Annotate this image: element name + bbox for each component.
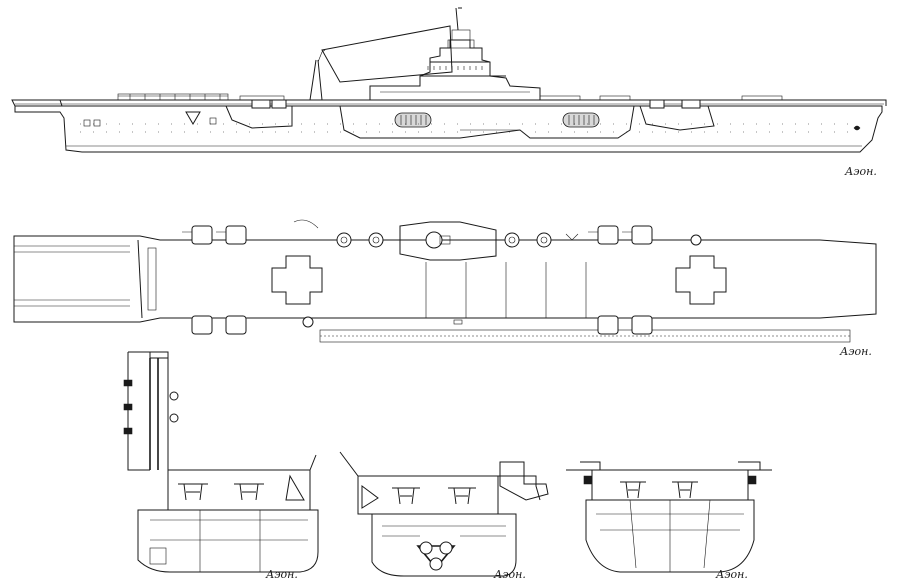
- cross-section-funnel: [339, 451, 549, 577]
- aircraft-section-1b: [234, 483, 264, 501]
- bow-flare: [11, 99, 63, 107]
- island-plan: [399, 221, 497, 261]
- forward-elevator: [271, 255, 323, 305]
- deck-outline: [13, 235, 877, 323]
- aircraft-section-3b: [672, 481, 698, 499]
- boat-davit-aft: [562, 112, 600, 128]
- plan-view: [13, 219, 877, 343]
- artist-signature-section-1: Аэон.: [265, 568, 298, 581]
- hull-section-2: [371, 513, 517, 577]
- cross-section-island: [123, 351, 319, 573]
- twin-gun-mounts: [182, 225, 653, 335]
- aft-elevator: [675, 255, 727, 305]
- aft-gun-sponson: [639, 105, 715, 131]
- cross-section-aft: [566, 461, 772, 573]
- forward-gun-sponson: [225, 105, 293, 129]
- aircraft-section-2a: [392, 487, 420, 505]
- light-aa-clusters: [96, 235, 820, 323]
- island-superstructure: [309, 7, 541, 101]
- hull-section-1: [137, 509, 319, 573]
- boat-davit-forward: [394, 112, 432, 128]
- aa-mounts-row: [302, 232, 702, 328]
- hangar-space-2: [357, 475, 499, 515]
- aircraft-section-3a: [620, 481, 646, 499]
- funnel: [321, 25, 453, 83]
- hangar-space-1: [167, 469, 311, 511]
- artist-signature-section-3: Аэон.: [715, 568, 748, 581]
- aircraft-section-1a: [178, 483, 208, 501]
- forward-gallery: [117, 93, 229, 101]
- flight-deck-line: [12, 99, 887, 106]
- funnel-uptake: [499, 461, 549, 501]
- island-gun-platforms: [123, 379, 179, 435]
- boiler-triangle: [416, 541, 456, 571]
- hull-section-3: [585, 499, 755, 573]
- hull-outline: [14, 105, 883, 153]
- hangar-space-3: [591, 469, 749, 501]
- side-profile-view: [11, 7, 887, 153]
- artist-signature-profile: Аэон.: [844, 165, 877, 178]
- mast: [309, 59, 323, 101]
- artist-signature-section-2: Аэон.: [493, 568, 526, 581]
- aircraft-section-2b: [448, 487, 476, 505]
- artist-signature-plan: Аэон.: [839, 345, 872, 358]
